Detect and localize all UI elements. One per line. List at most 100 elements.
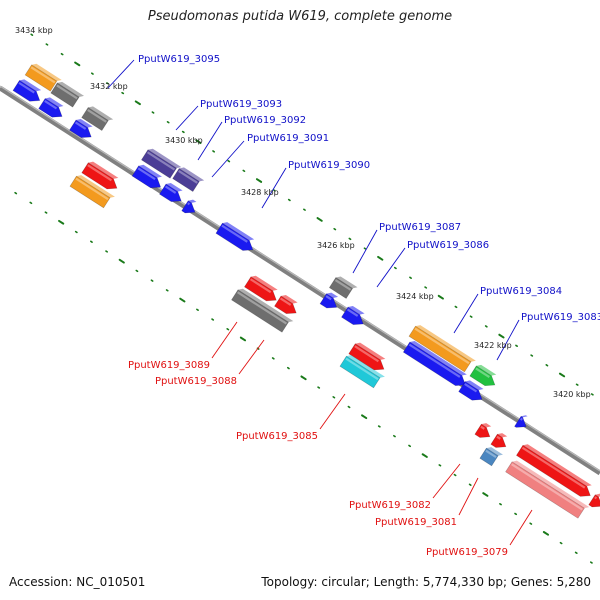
scale-tick [438, 464, 442, 467]
gene-body [215, 222, 254, 251]
gene-shine [137, 167, 156, 181]
gene-bevel [138, 164, 162, 178]
scale-tick [574, 551, 578, 555]
gene-bevel [521, 415, 528, 418]
scale-tick [333, 227, 337, 231]
scale-tick [106, 82, 109, 85]
leader-line [453, 293, 479, 334]
gene-shine [496, 435, 501, 440]
gene-feature [490, 433, 508, 448]
gene-bevel [476, 364, 497, 376]
gene-feature [458, 380, 484, 401]
gene-shine [18, 81, 35, 94]
scale-tick [529, 522, 533, 525]
scale-tick [165, 289, 169, 292]
scale-tick [271, 357, 275, 360]
scale-label: 3422 kbp [474, 341, 512, 350]
gene-label-top: PputW619_3084 [480, 286, 562, 297]
leader-line [432, 463, 461, 499]
gene-shine [221, 224, 248, 243]
gene-bevel [595, 493, 600, 497]
scale-tick [90, 72, 94, 75]
scale-tick [303, 208, 306, 211]
gene-shine [75, 177, 109, 201]
gene-body [515, 444, 591, 497]
genome-summary-text: Topology: circular; Length: 5,774,330 bp… [261, 575, 591, 589]
scale-tick [424, 286, 428, 289]
gene-bevel [76, 175, 115, 198]
gene-feature [402, 340, 467, 386]
scale-tick [575, 383, 579, 386]
scale-tick [118, 258, 125, 264]
gene-features [12, 63, 600, 519]
scale-tick [287, 198, 291, 202]
scale-tick [545, 364, 549, 367]
label-leaders [107, 59, 533, 546]
scale-tick [590, 393, 594, 396]
gene-feature [81, 161, 119, 190]
gene-shine [87, 164, 113, 182]
scale-tick [469, 315, 473, 318]
gene-body [69, 119, 92, 138]
scale-tick [60, 52, 64, 56]
gene-feature [479, 447, 503, 467]
gene-feature [328, 276, 358, 299]
gene-body [159, 183, 182, 202]
gene-bevel [409, 340, 467, 376]
gene-bevel [188, 199, 197, 203]
scale-tick [74, 230, 78, 234]
scale-tick [361, 414, 368, 420]
leader-line [211, 321, 238, 359]
gene-shine [480, 425, 485, 430]
gene-feature [514, 415, 528, 428]
gene-bevel [31, 63, 62, 82]
scale-tick [482, 492, 489, 497]
gene-label-top: PputW619_3087 [379, 222, 461, 233]
gene-feature [505, 460, 590, 519]
scale-label: 3426 kbp [317, 241, 355, 250]
gene-body [458, 381, 483, 401]
scale-tick [393, 266, 397, 270]
scale-tick [226, 328, 230, 331]
gene-body [81, 162, 118, 190]
scale-ticks [14, 33, 594, 564]
scale-tick [317, 386, 321, 389]
scale-tick [150, 279, 154, 282]
gene-body [38, 98, 63, 118]
gene-shine [594, 496, 598, 500]
scale-tick [316, 217, 323, 222]
scale-tick [421, 453, 428, 458]
scale-tick [134, 100, 141, 106]
gene-shine [346, 308, 359, 317]
gene-shine [325, 295, 332, 301]
gene-bevel [88, 161, 119, 179]
gene-label-top: PputW619_3092 [224, 115, 306, 126]
gene-feature [50, 81, 85, 108]
gene-bevel [335, 276, 358, 289]
genome-title: Pseudomonas putida W619, complete genome [147, 9, 453, 24]
gene-body [50, 82, 80, 108]
gene-bevel [465, 380, 484, 391]
scale-tick [121, 91, 125, 95]
gene-label-top: PputW619_3091 [247, 133, 329, 144]
gene-shine [56, 84, 78, 100]
scale-tick [239, 336, 247, 342]
gene-feature [341, 305, 365, 325]
gene-bevel [250, 275, 278, 291]
backbone-line [0, 85, 600, 476]
gene-feature [172, 167, 205, 192]
scale-tick [30, 33, 34, 36]
gene-body [274, 295, 297, 314]
gene-shine [511, 463, 583, 511]
gene-shine [279, 297, 292, 306]
gene-body [181, 200, 196, 214]
gene-bevel [147, 148, 182, 169]
scale-tick [332, 396, 336, 399]
gene-body [172, 168, 200, 192]
gene-shine [164, 185, 177, 194]
scale-tick [515, 344, 519, 348]
gene-bevel [179, 167, 205, 182]
gene-feature [408, 325, 476, 373]
gene-label-top: PputW619_3095 [138, 54, 220, 65]
gene-shine [44, 100, 58, 110]
